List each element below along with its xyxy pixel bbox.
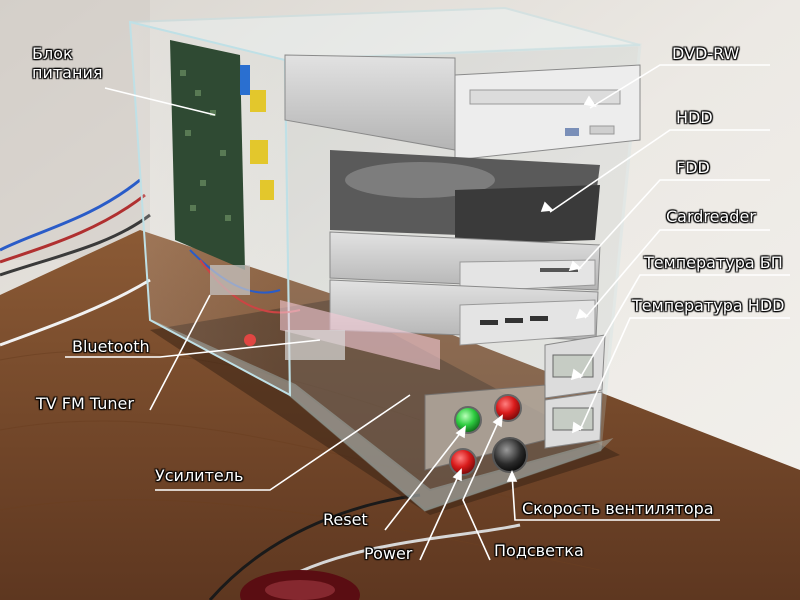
psu-board (170, 40, 245, 270)
label-bluetooth: Bluetooth (72, 337, 150, 356)
label-hdd: HDD (676, 108, 713, 127)
label-amplifier: Усилитель (155, 466, 244, 485)
label-psu: Блок питания (32, 44, 103, 82)
label-temp-psu: Температура БП (644, 253, 783, 272)
lighted-tray (280, 300, 440, 370)
leader-lines (65, 64, 790, 561)
power-button-graphic (449, 448, 477, 476)
label-backlight: Подсветка (494, 541, 584, 560)
backlight-button-graphic (494, 394, 522, 422)
label-cardreader: Cardreader (666, 207, 756, 226)
label-dvd-rw: DVD-RW (672, 44, 740, 63)
reset-button-graphic (454, 406, 482, 434)
fan-speed-knob-graphic (492, 437, 528, 473)
case-base (149, 319, 614, 512)
label-fdd: FDD (676, 158, 710, 177)
label-reset: Reset (323, 510, 368, 529)
case-top (129, 6, 641, 62)
label-tv-fm-tuner: TV FM Tuner (36, 394, 134, 413)
label-power: Power (364, 544, 413, 563)
label-fan-speed: Скорость вентилятора (522, 499, 714, 518)
label-temp-hdd: Температура HDD (632, 296, 785, 315)
dvd-drive-front (454, 64, 641, 161)
